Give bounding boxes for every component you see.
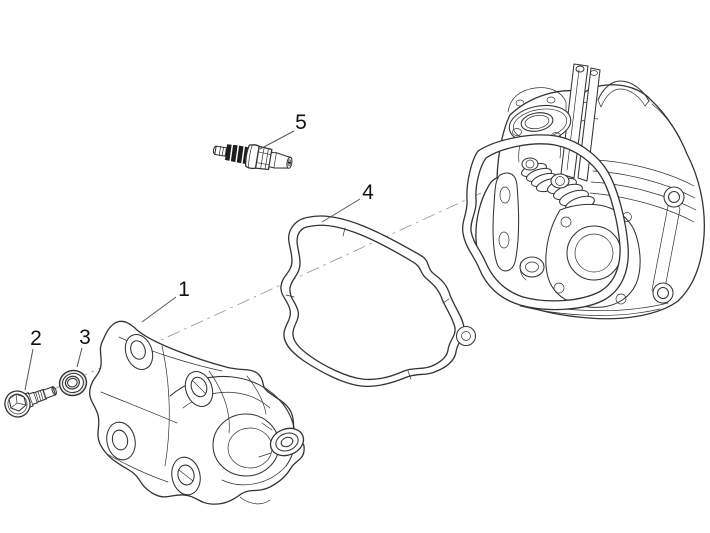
callout-5: 5: [259, 111, 307, 150]
flange-bore: [520, 112, 554, 132]
callout-2-number: 2: [30, 327, 42, 350]
spark-plug: [212, 144, 293, 171]
plug-insulator-ribs: [225, 144, 248, 164]
callout-2-leader: [24, 348, 34, 391]
callout-5-number: 5: [295, 111, 307, 134]
head-sealing-rim: [461, 134, 629, 311]
callout-3-leader: [76, 347, 83, 368]
cover-bolt-boss: [171, 456, 201, 496]
washer: [58, 369, 88, 397]
callout-4-number: 4: [362, 181, 374, 204]
callout-1-leader: [141, 296, 177, 323]
cover-bolt-boss: [106, 421, 136, 461]
plug-gland-ring: [245, 144, 260, 170]
callout-3-number: 3: [79, 326, 91, 349]
screw-threads: [35, 389, 46, 403]
cylinder-head-cover: [88, 320, 305, 505]
gasket-tab: [455, 325, 477, 347]
rocker-stand: [492, 172, 520, 272]
head-boss-hole: [652, 282, 674, 304]
callout-3: 3: [76, 326, 91, 368]
head-boss-hole: [663, 186, 685, 208]
flange-screw: [4, 386, 57, 418]
callout-1-number: 1: [178, 278, 190, 301]
cover-gasket: [280, 215, 477, 388]
callout-5-leader: [259, 130, 295, 150]
spark-plug-tube-boss: [269, 427, 305, 457]
cover-bolt-boss: [184, 370, 214, 408]
cover-bolt-boss: [124, 333, 154, 371]
cylinder-head: [461, 63, 705, 320]
callout-4-leader: [321, 198, 361, 223]
callout-1: 1: [141, 278, 190, 323]
gasket-ring: [280, 215, 465, 388]
valve-adjuster: [519, 256, 545, 278]
callout-2: 2: [24, 327, 42, 391]
callouts: 1 2 3 4 5: [24, 111, 374, 391]
callout-4: 4: [321, 181, 374, 223]
